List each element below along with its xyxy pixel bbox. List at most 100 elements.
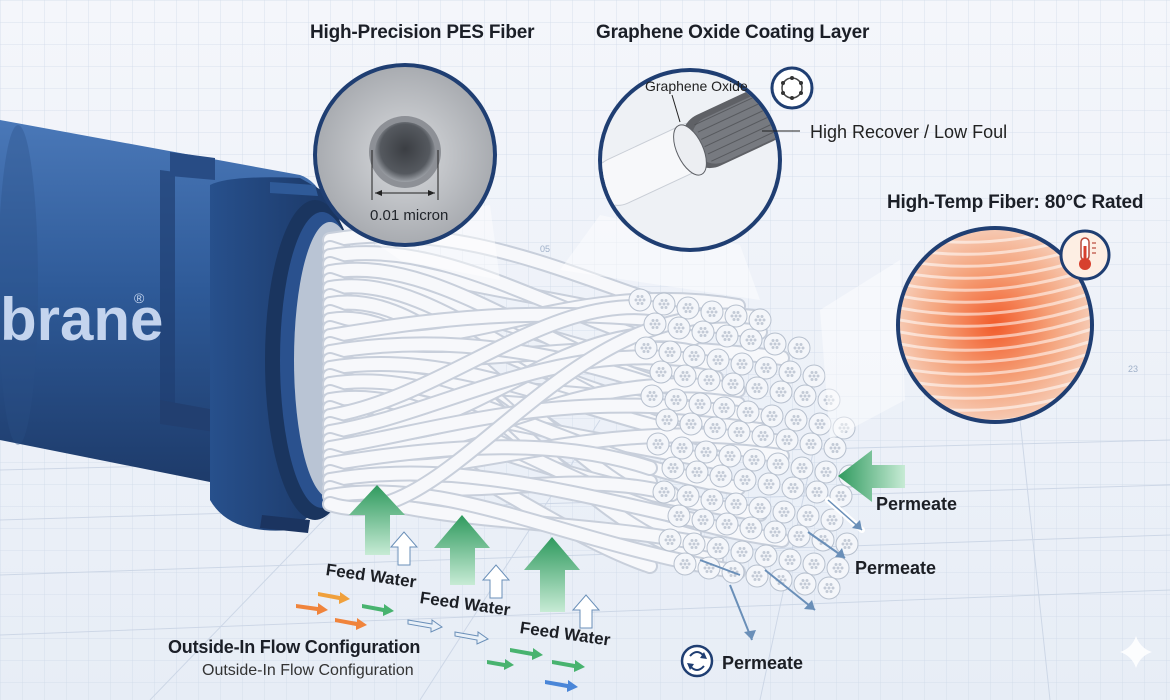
heated-fiber-line	[900, 338, 1090, 364]
fiber-end	[802, 364, 826, 388]
fiber-end	[817, 576, 841, 600]
fiber-end	[796, 504, 820, 528]
fiber-end	[823, 436, 847, 460]
high-temp-title: High-Temp Fiber: 80°C Rated	[887, 192, 1144, 213]
fiber-end	[655, 408, 679, 432]
fiber-end	[745, 376, 769, 400]
flow-config-subtitle: Outside-In Flow Configuration	[202, 662, 414, 679]
bg-number-23: 23	[1128, 364, 1138, 374]
fiber-end	[769, 568, 793, 592]
graphene-callout-beam	[560, 215, 760, 300]
fiber-end	[805, 480, 829, 504]
fiber-end	[772, 500, 796, 524]
permeate-label-3: Permeate	[722, 653, 804, 673]
fiber-end	[673, 364, 697, 388]
fiber-end	[694, 440, 718, 464]
fiber-end	[718, 444, 742, 468]
fiber-end	[763, 332, 787, 356]
fiber-end	[649, 360, 673, 384]
fiber-ends	[628, 288, 862, 600]
graphene-molecule-icon	[770, 66, 814, 110]
fiber-strand	[324, 441, 656, 474]
fiber-end	[673, 552, 697, 576]
fiber-end	[739, 516, 763, 540]
feed-arrow-small-3	[571, 594, 601, 629]
fiber-end	[721, 372, 745, 396]
fiber-end	[826, 556, 850, 580]
fiber-end	[778, 548, 802, 572]
fiber-strand	[324, 301, 678, 422]
fiber-end	[640, 384, 664, 408]
fiber-end	[793, 572, 817, 596]
fiber-end	[688, 392, 712, 416]
permeate-label-1: Permeate	[876, 494, 958, 514]
fiber-end	[658, 340, 682, 364]
feed-arrow-2	[434, 515, 490, 585]
fiber-end	[817, 388, 841, 412]
feed-arrow-1	[349, 485, 405, 555]
ground-flow-arrows	[296, 592, 585, 692]
fiber-end	[736, 400, 760, 424]
fiber-end	[700, 488, 724, 512]
fiber-end	[748, 496, 772, 520]
fiber-end	[730, 540, 754, 564]
fiber-end	[820, 508, 844, 532]
fiber-end	[628, 288, 652, 312]
fiber-end	[757, 472, 781, 496]
fiber-end	[802, 552, 826, 576]
fiber-end	[697, 368, 721, 392]
heated-fiber-line	[900, 350, 1090, 376]
fiber-end	[781, 476, 805, 500]
feed-arrow-3	[524, 537, 580, 612]
fiber-end	[661, 456, 685, 480]
fiber-end	[799, 432, 823, 456]
permeate-label-2: Permeate	[855, 558, 937, 578]
fiber-end	[646, 432, 670, 456]
heated-fiber-line	[900, 290, 1090, 316]
fiber-end	[664, 388, 688, 412]
fiber-end	[715, 512, 739, 536]
fiber-end	[733, 468, 757, 492]
fiber-end	[709, 464, 733, 488]
pes-fiber-title: High-Precision PES Fiber	[310, 22, 535, 43]
recycle-icon	[680, 644, 714, 678]
fiber-end	[676, 484, 700, 508]
fiber-end	[787, 524, 811, 548]
fiber-end	[676, 296, 700, 320]
flow-config-title: Outside-In Flow Configuration	[168, 637, 421, 657]
fiber-end	[658, 528, 682, 552]
brand-text: brane	[0, 286, 163, 353]
fiber-end	[682, 344, 706, 368]
heated-fiber-line	[900, 326, 1090, 352]
fiber-end	[751, 424, 775, 448]
fiber-end	[829, 484, 853, 508]
fiber-strand	[324, 351, 722, 438]
fiber-end	[691, 508, 715, 532]
pes-fiber-magnifier	[313, 63, 497, 247]
graphene-title: Graphene Oxide Coating Layer	[596, 22, 870, 43]
high-recover-label: High Recover / Low Foul	[810, 122, 1007, 142]
fiber-end	[769, 380, 793, 404]
heat-magnifier	[896, 226, 1094, 424]
fiber-end	[712, 396, 736, 420]
fiber-end	[778, 360, 802, 384]
fiber-end	[790, 456, 814, 480]
feed-arrows	[349, 485, 601, 629]
fiber-end	[787, 336, 811, 360]
fiber-end	[703, 416, 727, 440]
brand-registered-mark: ®	[134, 290, 145, 306]
permeate-arrows	[699, 450, 905, 641]
fiber-end	[700, 300, 724, 324]
heated-fiber-line	[900, 266, 1090, 292]
fiber-end	[667, 316, 691, 340]
fiber-end	[793, 384, 817, 408]
fiber-end	[706, 348, 730, 372]
fiber-end	[745, 564, 769, 588]
fiber-end	[634, 336, 658, 360]
fiber-end	[724, 492, 748, 516]
fiber-end	[832, 416, 856, 440]
fiber-end	[691, 320, 715, 344]
fiber-end	[643, 312, 667, 336]
fiber-end	[763, 520, 787, 544]
